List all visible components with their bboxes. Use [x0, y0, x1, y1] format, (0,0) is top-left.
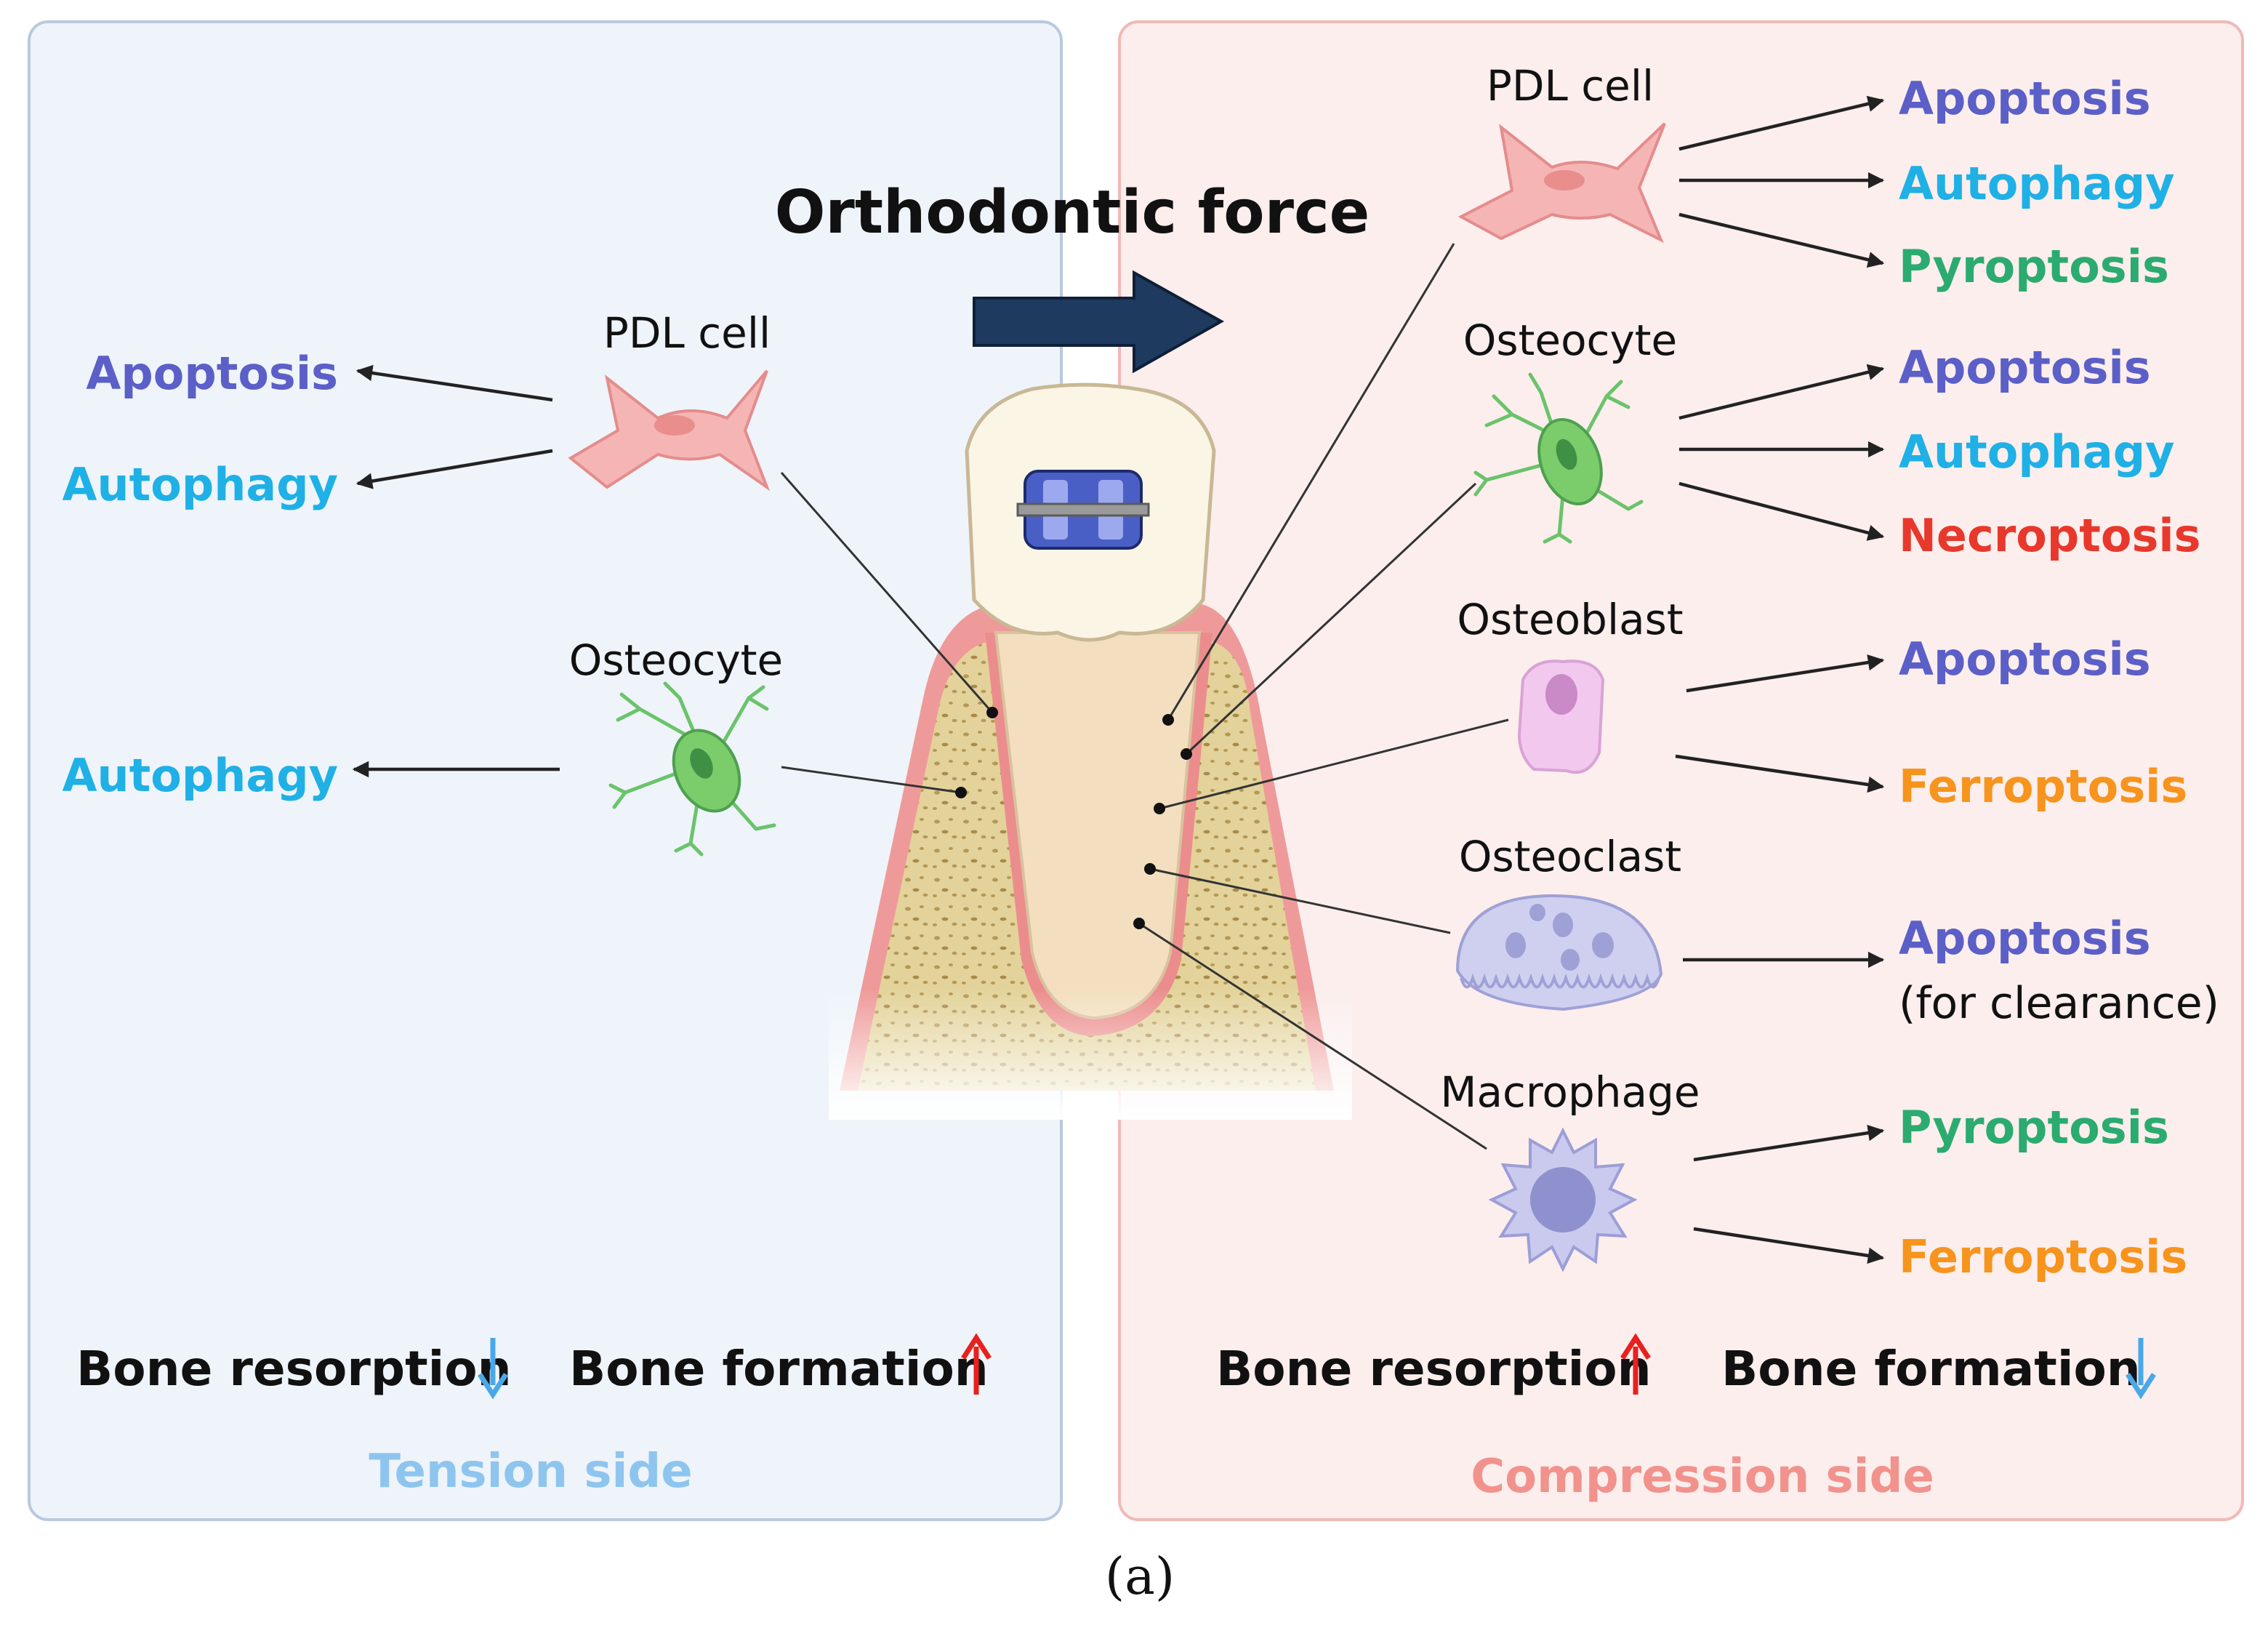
- tension-bone-row: Bone resorption Bone formation: [76, 1333, 992, 1400]
- bone-fade: [829, 596, 1352, 1120]
- arrow-down-icon: [2126, 1338, 2156, 1400]
- macrophage-icon: [1488, 1127, 1638, 1272]
- tension-pdl-outcome-2: Autophagy: [62, 458, 338, 511]
- comp-pdl-outcome-2: Autophagy: [1899, 157, 2175, 210]
- comp-pdl-outcome-3: Pyroptosis: [1899, 240, 2169, 293]
- compression-side-label: Compression side: [1471, 1450, 1934, 1504]
- comp-osteocyte-outcome-2: Autophagy: [1899, 425, 2175, 478]
- compression-pdl-pointer: [1167, 243, 1455, 721]
- comp-pdl-arrow-1: [1678, 95, 1885, 151]
- comp-macrophage-outcome-1: Pyroptosis: [1899, 1101, 2169, 1154]
- compression-macrophage-label: Macrophage: [1440, 1067, 1700, 1117]
- tension-osteocyte-dot: [955, 787, 967, 798]
- tension-pdl-label: PDL cell: [603, 308, 771, 358]
- tension-side-label: Tension side: [369, 1445, 692, 1499]
- comp-macrophage-outcome-2: Ferroptosis: [1899, 1230, 2187, 1283]
- tension-pdl-outcome-1: Apoptosis: [86, 347, 338, 400]
- comp-osteoclast-outcome-1: Apoptosis: [1899, 912, 2151, 965]
- pdl-cell-icon: [1457, 122, 1666, 244]
- arrow-up-icon: [961, 1333, 992, 1395]
- comp-osteoblast-arrow-1: [1686, 654, 1885, 693]
- compression-osteoclast-pointer: [1149, 867, 1451, 934]
- tension-pdl-arrow-1: [355, 364, 553, 402]
- pdl-cell-icon: [568, 369, 771, 492]
- compression-osteoblast-label: Osteoblast: [1457, 595, 1683, 644]
- comp-osteoblast-outcome-2: Ferroptosis: [1899, 760, 2187, 813]
- compression-pdl-label: PDL cell: [1487, 61, 1654, 111]
- osteoblast-icon: [1517, 659, 1605, 774]
- bracket-icon: [1016, 470, 1150, 550]
- comp-pdl-arrow-3: [1678, 212, 1885, 268]
- comp-macrophage-arrow-1: [1693, 1124, 1885, 1162]
- tension-osteocyte-pointer: [781, 766, 962, 794]
- compression-osteoclast-label: Osteoclast: [1459, 832, 1681, 881]
- compression-osteocyte-pointer: [1185, 482, 1477, 755]
- compression-bone-row: Bone resorption Bone formation: [1216, 1333, 2156, 1400]
- compression-bone-resorption: Bone resorption: [1216, 1341, 1652, 1397]
- compression-pdl-dot: [1162, 714, 1174, 726]
- compression-osteoblast-pointer: [1159, 718, 1509, 810]
- compression-osteoclast-group: Osteoclast: [1144, 832, 1681, 1011]
- title: Orthodontic force: [775, 178, 1370, 247]
- arrow-down-icon: [478, 1338, 508, 1400]
- compression-osteocyte-dot: [1181, 748, 1192, 760]
- tension-osteocyte-outcome-1: Autophagy: [62, 749, 338, 802]
- comp-osteocyte-arrow-3: [1678, 481, 1885, 541]
- compression-osteoblast-group: Osteoblast: [1154, 595, 1684, 814]
- compression-bone-formation: Bone formation: [1721, 1341, 2141, 1397]
- comp-osteocyte-outcome-3: Necroptosis: [1899, 509, 2201, 562]
- comp-pdl-outcome-1: Apoptosis: [1899, 72, 2151, 125]
- tension-pdl-group: PDL cell Apoptosis Autophagy: [62, 308, 998, 718]
- tension-pdl-arrow-2: [355, 449, 553, 489]
- panel-label: (a): [1105, 1547, 1175, 1606]
- comp-osteocyte-arrow-1: [1678, 364, 1885, 420]
- tension-pdl-pointer: [780, 472, 994, 713]
- comp-macrophage-arrow-2: [1693, 1227, 1885, 1264]
- compression-outcomes: Apoptosis Autophagy Pyroptosis Apoptosis…: [1675, 72, 2219, 1283]
- tooth-illustration: [829, 382, 1352, 1120]
- compression-osteocyte-label: Osteocyte: [1463, 316, 1677, 365]
- tension-osteocyte-group: Osteocyte Autophagy: [62, 635, 967, 857]
- tension-bone-resorption: Bone resorption: [76, 1341, 512, 1397]
- compression-macrophage-group: Macrophage: [1133, 918, 1700, 1272]
- compression-macrophage-dot: [1133, 918, 1145, 929]
- tension-osteocyte-label: Osteocyte: [569, 635, 783, 685]
- compression-osteoclast-dot: [1144, 863, 1156, 875]
- compression-osteocyte-group: Osteocyte: [1181, 316, 1677, 760]
- compression-osteoblast-dot: [1154, 803, 1165, 814]
- osteoclast-icon: [1455, 894, 1663, 1011]
- osteocyte-icon: [1473, 372, 1644, 544]
- tension-pdl-dot: [986, 707, 998, 718]
- comp-osteoblast-outcome-1: Apoptosis: [1899, 633, 2151, 686]
- tension-bone-formation: Bone formation: [569, 1341, 989, 1397]
- compression-pdl-group: PDL cell: [1162, 61, 1666, 726]
- compression-macrophage-pointer: [1138, 922, 1487, 1150]
- arrow-up-icon: [1620, 1333, 1651, 1395]
- force-arrow-icon: [973, 270, 1225, 374]
- comp-osteocyte-outcome-1: Apoptosis: [1899, 341, 2151, 394]
- osteocyte-icon: [608, 681, 776, 857]
- comp-osteoblast-arrow-2: [1675, 754, 1885, 793]
- comp-osteoclast-note: (for clearance): [1899, 978, 2219, 1029]
